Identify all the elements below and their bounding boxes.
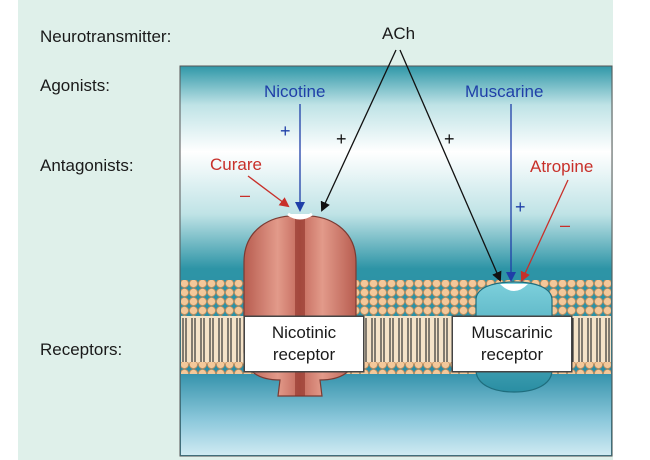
ach-to-muscarinic-arrow <box>399 49 502 282</box>
agonist-arrows <box>295 104 516 282</box>
nicotinic-receptor-label-box: Nicotinic receptor <box>244 316 364 372</box>
ach-to-nicotinic-arrow <box>320 49 397 212</box>
curare-arrow <box>247 175 290 208</box>
ach-arrows <box>320 49 502 282</box>
nicotine-label: Nicotine <box>264 82 326 101</box>
muscarinic-label-line1: Muscarinic <box>471 323 553 342</box>
muscarinic-label-line2: receptor <box>480 345 544 364</box>
nicotine-plus-sign: + <box>280 121 291 141</box>
ach-label: ACh <box>382 24 416 43</box>
curare-minus-sign: – <box>240 185 251 205</box>
nicotinic-label-line2: receptor <box>272 345 336 364</box>
muscarine-plus-sign: + <box>515 197 526 217</box>
antagonists-row-label: Antagonists: <box>40 156 134 175</box>
antagonist-arrows <box>247 175 569 282</box>
ach-nicotinic-plus-sign: + <box>336 129 347 149</box>
atropine-minus-sign: – <box>560 215 571 235</box>
nicotinic-label-line1: Nicotinic <box>271 323 337 342</box>
muscarine-label: Muscarine <box>465 82 544 101</box>
muscarinic-receptor-label-box: Muscarinic receptor <box>452 316 572 372</box>
atropine-arrow <box>520 179 569 282</box>
atropine-label: Atropine <box>530 157 594 176</box>
neurotransmitter-row-label: Neurotransmitter: <box>40 27 172 46</box>
receptors-row-label: Receptors: <box>40 340 123 359</box>
ach-muscarinic-plus-sign: + <box>444 129 455 149</box>
agonists-row-label: Agonists: <box>40 76 110 95</box>
curare-label: Curare <box>210 155 262 174</box>
